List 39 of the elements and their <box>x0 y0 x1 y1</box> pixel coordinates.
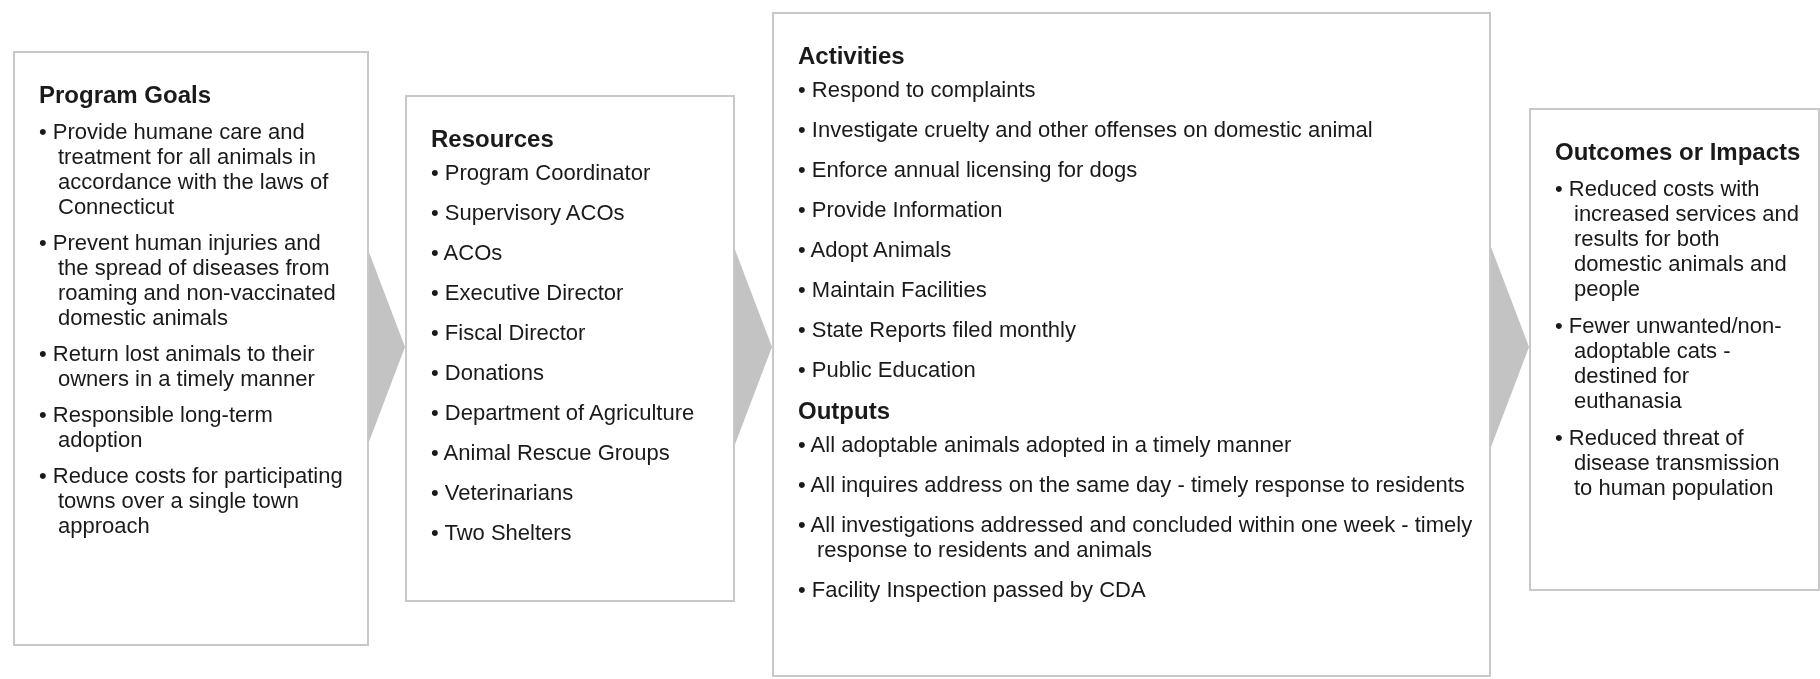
list-item: • All inquires address on the same day - timely response to residents <box>798 472 1466 497</box>
list-item: • Donations <box>431 360 545 385</box>
list-item: • Adopt Animals <box>798 237 953 262</box>
list-item: • Animal Rescue Groups <box>431 440 671 465</box>
list-item: • Responsible long-term adoption <box>39 402 274 452</box>
list-item: • State Reports filed monthly <box>798 317 1077 342</box>
list-item: • Two Shelters <box>431 520 573 545</box>
list-item: • Enforce annual licensing for dogs <box>798 157 1139 182</box>
list-item: • Public Education <box>798 357 977 382</box>
list-item: • Department of Agriculture <box>431 400 696 425</box>
list-item: • Provide humane care and treatment for all animals in accordance with the laws of Connecticut <box>39 119 330 219</box>
section-heading: Resources <box>431 125 555 153</box>
section-heading: Outputs <box>798 397 891 425</box>
list-item: • ACOs <box>431 240 504 265</box>
list-item: • Supervisory ACOs <box>431 200 626 225</box>
text-panel <box>1529 108 1820 591</box>
list-item: • All adoptable animals adopted in a timely manner <box>798 432 1293 457</box>
list-item: • Fiscal Director <box>431 320 587 345</box>
list-item: • Facility Inspection passed by CDA <box>798 577 1147 602</box>
list-item: • Fewer unwanted/non-adoptable cats - destined for euthanasia <box>1555 313 1783 413</box>
list-item: • Prevent human injuries and the spread of diseases from roaming and non-vaccinated domestic animals <box>39 230 337 330</box>
section-heading: Program Goals <box>39 81 213 109</box>
list-item: • All investigations addressed and concluded within one week - timely response to residents and animals <box>798 512 1473 562</box>
list-item: • Respond to complaints <box>798 77 1037 102</box>
list-item: • Reduced costs with increased services and results for both domestic animals and people <box>1555 176 1800 301</box>
list-item: • Provide Information <box>798 197 1004 222</box>
text-panel <box>772 12 1491 677</box>
list-item: • Maintain Facilities <box>798 277 988 302</box>
section-heading: Outcomes or Impacts <box>1555 138 1802 166</box>
list-item: • Program Coordinator <box>431 160 652 185</box>
text-panel <box>13 51 369 646</box>
section-heading: Activities <box>798 42 906 70</box>
list-item: • Reduce costs for participating towns over a single town approach <box>39 463 344 538</box>
text-panel <box>405 95 735 602</box>
list-item: • Investigate cruelty and other offenses on domestic animal <box>798 117 1374 142</box>
list-item: • Return lost animals to their owners in a timely manner <box>39 341 316 391</box>
list-item: • Veterinarians <box>431 480 575 505</box>
list-item: • Executive Director <box>431 280 625 305</box>
list-item: • Reduced threat of disease transmission to human population <box>1555 425 1781 500</box>
